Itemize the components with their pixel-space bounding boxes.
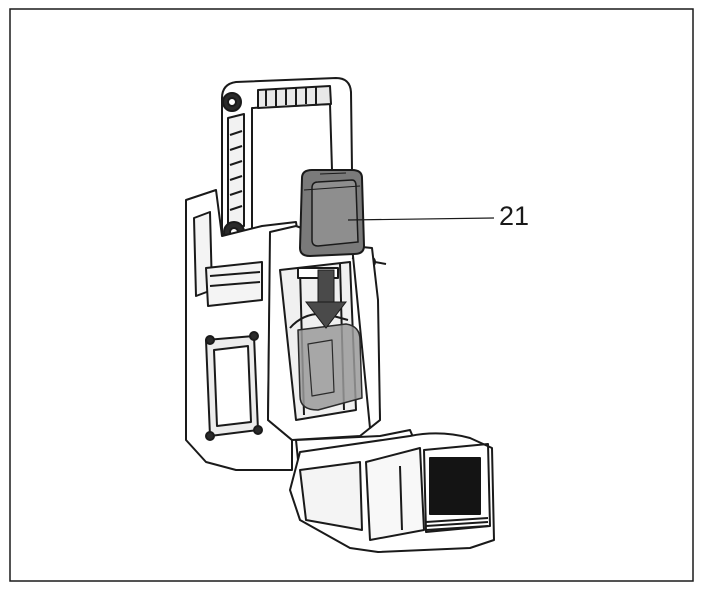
- inserted-battery-ghost: [297, 323, 363, 411]
- jobsite-radio: [185, 77, 495, 553]
- speaker-grille: [429, 457, 481, 515]
- figure-frame: [9, 8, 694, 582]
- carry-handle: [221, 77, 353, 243]
- callout-leader: [347, 217, 495, 221]
- down-arrow-icon: [304, 269, 348, 329]
- battery-pack: [298, 169, 366, 258]
- callout-label-21: 21: [499, 201, 530, 231]
